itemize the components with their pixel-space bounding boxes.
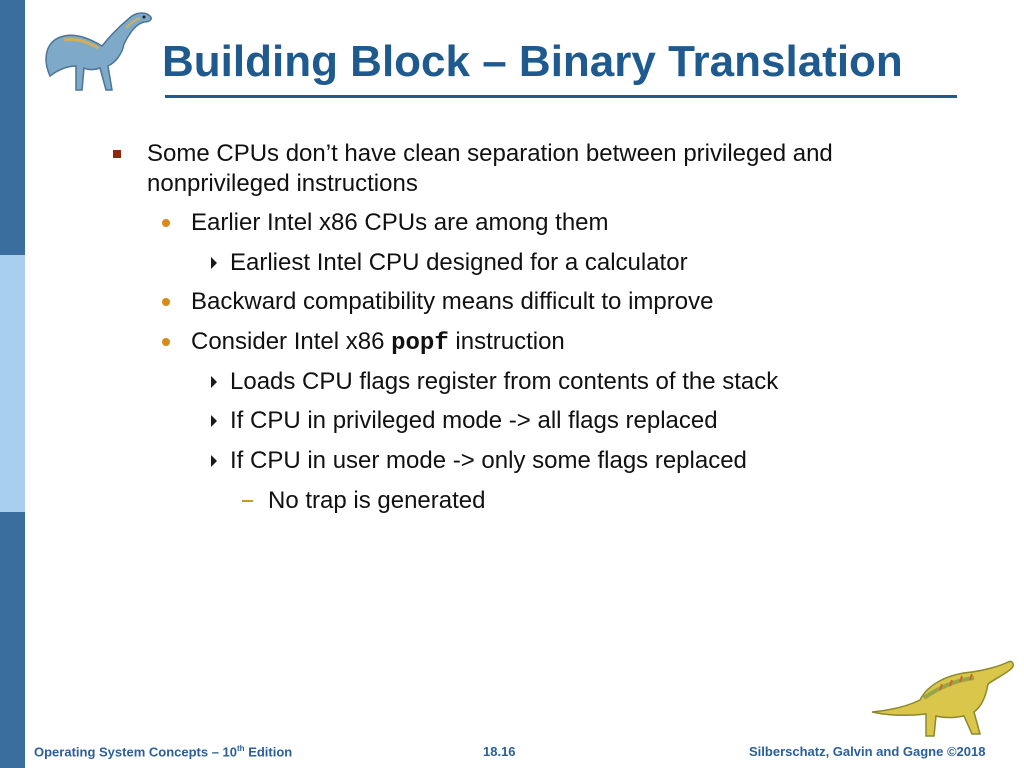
- bullet-text-level-2: Earlier Intel x86 CPUs are among them: [191, 208, 609, 238]
- bullet-text-part: Earliest Intel CPU designed for a calcul…: [230, 249, 688, 276]
- footer-book-title: Operating System Concepts – 10th Edition: [34, 744, 292, 759]
- inline-code: popf: [391, 330, 449, 357]
- bullet-text-part: Backward compatibility means difficult t…: [191, 288, 714, 315]
- bullet-text-level-1: Some CPUs don’t have clean separation be…: [147, 139, 833, 169]
- left-sidebar-highlight: [0, 255, 25, 512]
- footer-book-title-suffix: Edition: [244, 744, 293, 760]
- footer-copyright: Silberschatz, Galvin and Gagne ©2018: [749, 744, 986, 759]
- bullet-marker-level-3: [211, 415, 217, 427]
- bullet-text-level-3: Earliest Intel CPU designed for a calcul…: [230, 248, 688, 278]
- bullet-text-level-2: Backward compatibility means difficult t…: [191, 287, 713, 317]
- bullet-text-level-4: No trap is generated: [268, 486, 485, 516]
- bullet-marker-level-3: [211, 376, 217, 388]
- title-underline: [165, 95, 957, 98]
- bullet-text-part: If CPU in user mode -> only some flags r…: [230, 447, 747, 474]
- bullet-text-level-1: nonprivileged instructions: [147, 169, 418, 199]
- bullet-marker-level-4: [242, 500, 253, 502]
- bullet-text-part: If CPU in privileged mode -> all flags r…: [230, 407, 718, 434]
- bullet-text-part: nonprivileged instructions: [147, 170, 418, 197]
- bullet-text-level-3: Loads CPU flags register from contents o…: [230, 367, 778, 397]
- bullet-text-level-3: If CPU in privileged mode -> all flags r…: [230, 406, 718, 436]
- bullet-text-level-3: If CPU in user mode -> only some flags r…: [230, 446, 747, 476]
- slide-title: Building Block – Binary Translation: [162, 37, 903, 86]
- bullet-marker-level-2: [162, 338, 170, 346]
- bullet-marker-level-2: [162, 219, 170, 227]
- footer-book-title-text: Operating System Concepts – 10: [34, 744, 238, 760]
- bullet-text-part: Some CPUs don’t have clean separation be…: [147, 140, 833, 167]
- bullet-text-part: instruction: [448, 328, 565, 355]
- bullet-text-part: Loads CPU flags register from contents o…: [230, 368, 779, 395]
- bullet-marker-level-1: [113, 150, 121, 158]
- dinosaur-icon: [871, 660, 1014, 737]
- dinosaur-icon: [45, 12, 152, 91]
- footer-book-title-superscript: th: [237, 744, 245, 753]
- footer-page-number: 18.16: [483, 744, 516, 759]
- bullet-marker-level-2: [162, 298, 170, 306]
- bullet-text-part: Earlier Intel x86 CPUs are among them: [191, 209, 609, 236]
- bullet-text-part: No trap is generated: [268, 487, 486, 514]
- bullet-text-part: Consider Intel x86: [191, 328, 392, 355]
- bullet-marker-level-3: [211, 257, 217, 269]
- bullet-text-level-2: Consider Intel x86 popf instruction: [191, 327, 565, 359]
- bullet-marker-level-3: [211, 455, 217, 467]
